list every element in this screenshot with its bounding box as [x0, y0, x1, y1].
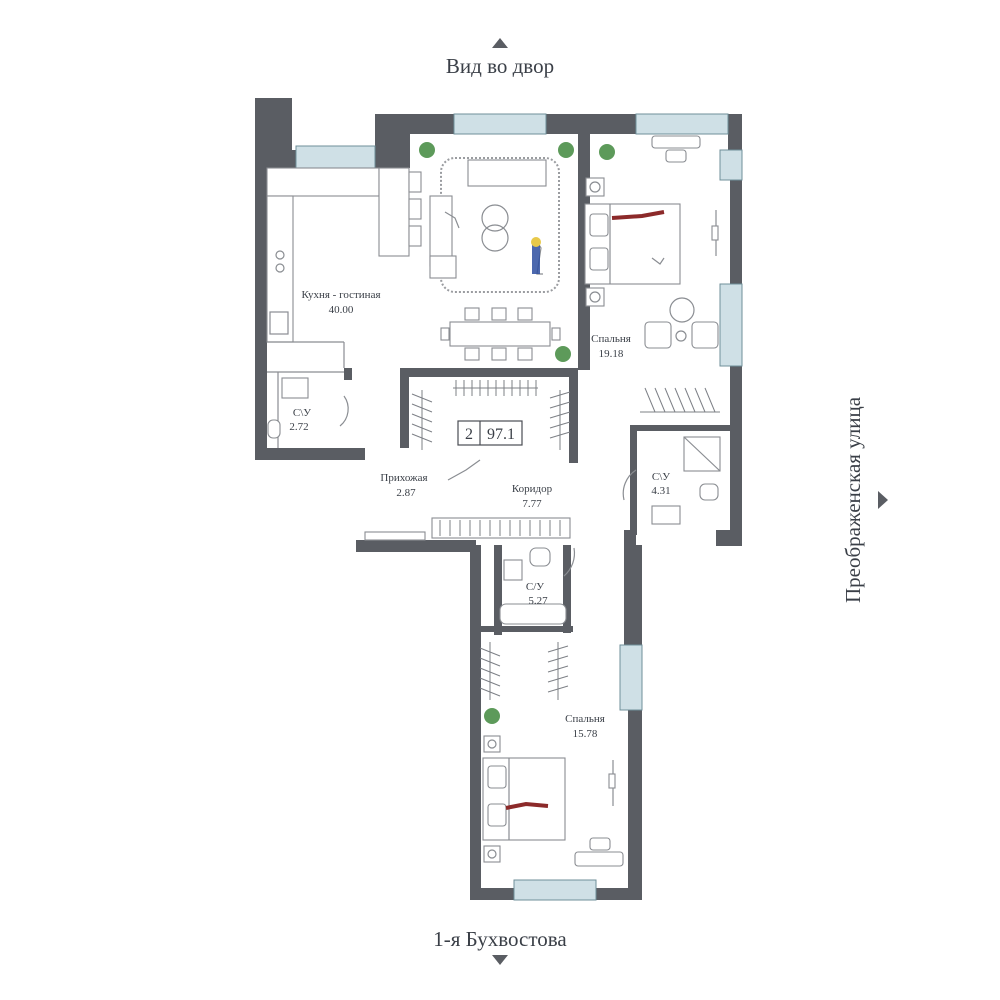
corridor-wardrobes	[364, 380, 571, 541]
room-name-corridor: Коридор	[512, 483, 553, 495]
bath-431-fixtures	[622, 436, 721, 525]
room-area-bedroom2: 15.78	[573, 728, 598, 740]
bath-527-fixtures	[499, 547, 576, 625]
arrow-right-icon	[878, 491, 888, 509]
arrow-up-icon	[492, 38, 508, 48]
bedroom2-furniture	[479, 642, 624, 867]
badge-area: 97.1	[487, 426, 515, 443]
room-area-kitchen: 40.00	[329, 304, 354, 316]
bath-272-fixtures	[267, 371, 349, 448]
room-name-bedroom1: Спальня	[591, 333, 631, 345]
plant-icons	[419, 142, 615, 724]
area-badge: 2 97.1	[457, 420, 523, 446]
room-area-bath-431: 4.31	[651, 485, 670, 497]
wardrobe-bedroom1	[640, 387, 720, 413]
direction-bottom-label: 1-я Бухвостова	[433, 927, 567, 951]
bedroom1-furniture	[584, 135, 719, 349]
room-labels: Кухня - гостиная 40.00 Спальня 19.18 С\У…	[289, 289, 670, 740]
kitchen-furniture	[266, 157, 561, 368]
room-name-bath-272: С\У	[293, 407, 311, 419]
room-area-bedroom1: 19.18	[599, 348, 624, 360]
room-name-bath-431: С\У	[652, 471, 670, 483]
room-name-bath-527: С/У	[526, 581, 544, 593]
badge-rooms: 2	[465, 426, 473, 443]
room-name-bedroom2: Спальня	[565, 713, 605, 725]
room-area-hall: 2.87	[396, 487, 416, 499]
room-name-hall: Прихожая	[380, 472, 427, 484]
room-area-bath-272: 2.72	[289, 421, 308, 433]
direction-top-label: Вид во двор	[446, 54, 554, 78]
arrow-down-icon	[492, 955, 508, 965]
room-name-kitchen: Кухня - гостиная	[301, 289, 380, 301]
windows	[295, 113, 743, 901]
room-area-corridor: 7.77	[522, 498, 542, 510]
room-area-bath-527: 5.27	[528, 595, 548, 607]
direction-right-label: Преображенская улица	[841, 396, 865, 603]
